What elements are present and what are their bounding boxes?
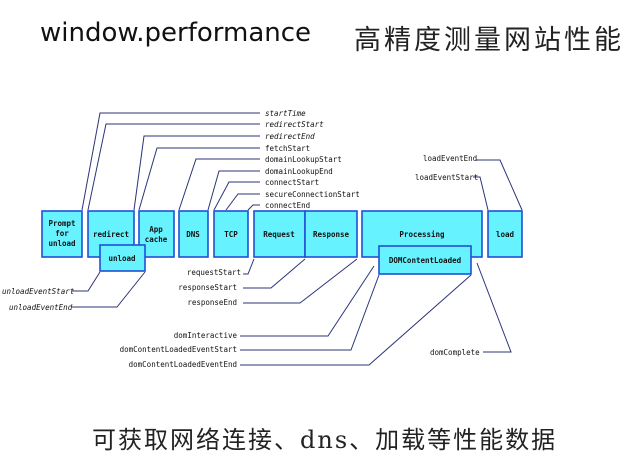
box-label: load bbox=[496, 230, 514, 239]
box-tcp bbox=[213, 210, 249, 258]
box-label: DNS bbox=[186, 230, 200, 239]
box-domcontentloaded bbox=[378, 245, 472, 275]
label-startTime: startTime bbox=[265, 109, 306, 118]
box-label: cache bbox=[145, 235, 168, 244]
label-unloadEventEnd: unloadEventEnd bbox=[9, 303, 73, 312]
box-response bbox=[304, 210, 358, 258]
line-domInteractive bbox=[240, 265, 375, 337]
box-label: unload bbox=[48, 239, 75, 248]
box-label: Processing bbox=[399, 230, 445, 239]
line-domainLookupStart bbox=[178, 158, 260, 211]
labels: startTime redirectStart redirectEnd fetc… bbox=[2, 109, 480, 369]
box-prompt-for-unload bbox=[41, 210, 83, 258]
box-label: unload bbox=[108, 254, 135, 263]
line-loadEventStart bbox=[473, 176, 489, 211]
box-label: Response bbox=[313, 230, 350, 239]
label-redirectStart: redirectStart bbox=[265, 120, 324, 129]
box-load bbox=[487, 210, 523, 258]
page-title: window.performance bbox=[40, 18, 312, 48]
line-connectStart bbox=[213, 181, 260, 211]
label-domainLookupStart: domainLookupStart bbox=[265, 155, 342, 164]
box-dns bbox=[178, 210, 209, 258]
label-connectStart: connectStart bbox=[265, 178, 319, 187]
label-responseEnd: responseEnd bbox=[187, 298, 237, 307]
box-label: TCP bbox=[224, 230, 238, 239]
box-label: Request bbox=[263, 230, 295, 239]
label-redirectEnd: redirectEnd bbox=[265, 132, 315, 141]
box-label: Prompt bbox=[48, 219, 75, 228]
label-requestStart: requestStart bbox=[187, 268, 241, 277]
label-connectEnd: connectEnd bbox=[265, 201, 310, 210]
label-domContentLoadedEventStart: domContentLoadedEventStart bbox=[120, 345, 237, 354]
box-label: redirect bbox=[93, 230, 129, 239]
line-unloadEventStart bbox=[72, 271, 101, 292]
line-startTime bbox=[81, 112, 260, 211]
line-domContentLoadedEventStart bbox=[240, 274, 380, 351]
label-domComplete: domComplete bbox=[430, 348, 480, 357]
leader-lines bbox=[72, 112, 523, 366]
line-unloadEventEnd bbox=[72, 271, 146, 308]
label-domContentLoadedEventEnd: domContentLoadedEventEnd bbox=[129, 360, 237, 369]
label-loadEventStart: loadEventStart bbox=[415, 173, 478, 182]
label-fetchStart: fetchStart bbox=[265, 144, 310, 153]
box-request bbox=[253, 210, 306, 258]
box-unload bbox=[99, 244, 146, 272]
line-fetchStart bbox=[138, 147, 260, 211]
line-secureConnectionStart bbox=[225, 193, 260, 211]
line-responseEnd bbox=[243, 258, 358, 304]
label-unloadEventStart: unloadEventStart bbox=[2, 287, 75, 296]
label-domainLookupEnd: domainLookupEnd bbox=[265, 167, 333, 176]
label-responseStart: responseStart bbox=[178, 283, 237, 292]
line-domainLookupEnd bbox=[207, 170, 260, 211]
label-secureConnectionStart: secureConnectionStart bbox=[265, 190, 360, 199]
line-domComplete bbox=[476, 262, 512, 353]
label-loadEventEnd: loadEventEnd bbox=[423, 154, 477, 163]
box-label: DOMContentLoaded bbox=[389, 256, 461, 265]
line-redirectStart bbox=[87, 123, 260, 211]
line-responseStart bbox=[243, 258, 306, 289]
box-label: App bbox=[149, 225, 163, 234]
box-label: for bbox=[55, 229, 69, 238]
line-loadEventEnd bbox=[476, 159, 523, 211]
label-domInteractive: domInteractive bbox=[174, 331, 238, 340]
boxes: Prompt for unload redirect App cache unl… bbox=[41, 210, 523, 275]
line-redirectEnd bbox=[133, 135, 260, 211]
page-subtitle: 高精度测量网站性能 bbox=[354, 25, 624, 56]
line-domContentLoadedEventEnd bbox=[240, 274, 472, 366]
line-requestStart bbox=[243, 258, 255, 275]
line-connectEnd bbox=[247, 204, 260, 211]
caption: 可获取网络连接、dns、加载等性能数据 bbox=[92, 426, 558, 454]
